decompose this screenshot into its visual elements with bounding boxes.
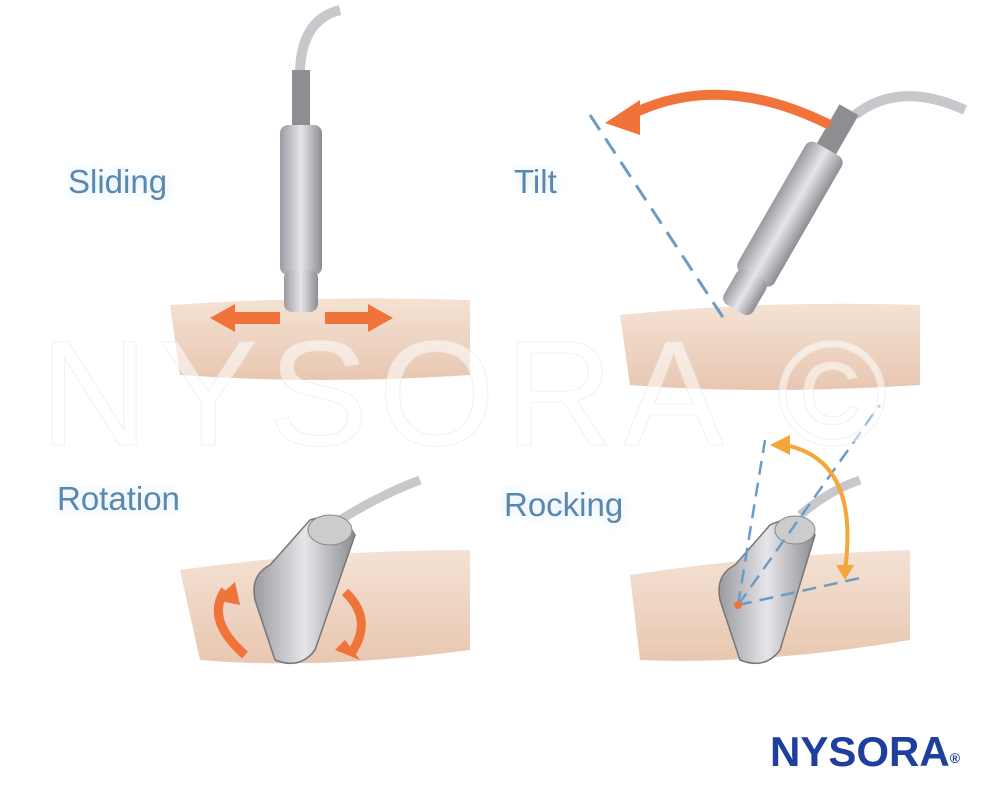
label-rotation: Rotation [57, 480, 180, 517]
tilt-guide-line [588, 114, 730, 326]
skin-surface [620, 303, 920, 390]
rotation-panel [180, 475, 470, 665]
logo-text: NYSORA [770, 728, 950, 775]
probe-cable [851, 91, 968, 120]
probe-neck [292, 70, 310, 130]
sliding-panel [170, 5, 470, 380]
label-rocking: Rocking [504, 486, 624, 523]
arrow-left-icon [210, 304, 280, 332]
tilt-panel [588, 89, 968, 390]
rocking-guide-lines [736, 404, 882, 607]
arrow-right-icon [325, 304, 393, 332]
probe-body [280, 125, 322, 275]
probe-body [737, 141, 843, 287]
probe-cable [295, 5, 342, 76]
nysora-logo: NYSORA® [770, 728, 960, 776]
label-tilt: Tilt [514, 163, 557, 200]
probe-tip [723, 269, 767, 316]
registered-mark: ® [949, 750, 961, 766]
rotate-arrow-right-icon [341, 588, 366, 658]
probe-tip [284, 270, 318, 312]
rocking-arrow-icon [784, 443, 850, 571]
watermark: NYSORA © [39, 309, 898, 477]
label-sliding: Sliding [68, 163, 168, 200]
rocking-panel [630, 404, 910, 665]
tilt-arrow-icon [627, 89, 833, 130]
probe-cable [337, 475, 422, 524]
probe-cable [797, 475, 862, 519]
